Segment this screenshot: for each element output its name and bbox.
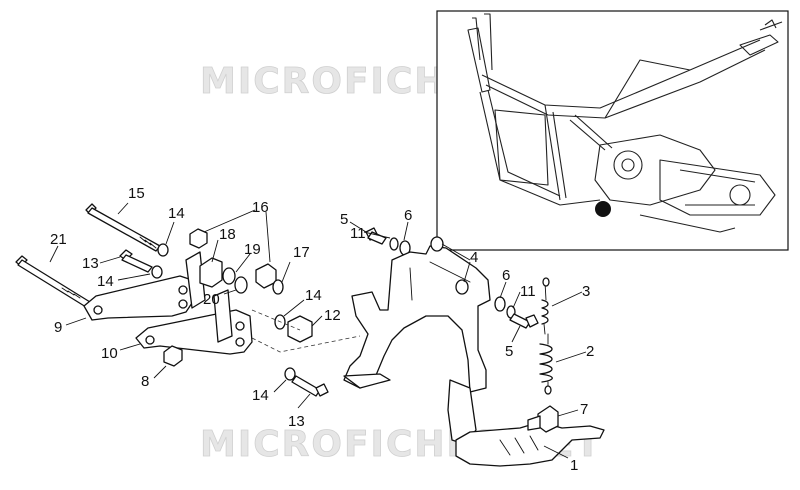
callout-21: 21 <box>50 231 67 248</box>
bolt-13-upper <box>119 249 153 273</box>
stand-foot-1 <box>455 421 605 467</box>
washer-17 <box>272 279 284 295</box>
long-bolt-21 <box>15 255 91 308</box>
callout-14-d: 14 <box>252 387 269 404</box>
callout-14-c: 14 <box>305 287 322 304</box>
frame-overview-inset <box>436 10 789 251</box>
washer-11-upper <box>389 237 399 251</box>
callout-9: 9 <box>54 319 62 336</box>
callout-1: 1 <box>570 457 578 474</box>
callout-17: 17 <box>293 244 310 261</box>
leader-lines <box>49 202 587 459</box>
callout-11-lower: 11 <box>520 283 536 300</box>
bracket-9 <box>83 275 195 321</box>
bushing-20 <box>234 276 248 294</box>
washer-14-upper <box>157 243 169 257</box>
callout-12: 12 <box>324 307 341 324</box>
callout-8: 8 <box>141 373 149 390</box>
callout-13-upper: 13 <box>82 255 99 272</box>
callout-20: 20 <box>203 291 220 308</box>
spring-3 <box>541 277 550 335</box>
callout-16: 16 <box>252 199 269 216</box>
long-bolt-15 <box>85 203 161 252</box>
callout-18: 18 <box>219 226 236 243</box>
callout-14-a: 14 <box>168 205 185 222</box>
spacer-18 <box>199 257 223 288</box>
callout-2: 2 <box>586 343 594 360</box>
washer-14-left <box>151 265 163 279</box>
bushing-19 <box>222 267 236 285</box>
bushing-4-a <box>430 236 444 252</box>
callout-19: 19 <box>244 241 261 258</box>
callout-14-b: 14 <box>97 273 114 290</box>
washer-6-lower <box>494 296 506 312</box>
callout-5-upper: 5 <box>340 211 348 228</box>
bushing-4-b <box>455 279 469 295</box>
callout-labels: 1 2 3 4 5 5 6 6 7 8 9 10 11 11 12 13 13 … <box>50 185 594 474</box>
callout-6-lower: 6 <box>502 267 510 284</box>
callout-3: 3 <box>582 283 590 300</box>
rubber-stop-7 <box>527 405 559 433</box>
callout-6-upper: 6 <box>404 207 412 224</box>
callout-10: 10 <box>101 345 118 362</box>
center-stand <box>343 245 491 393</box>
callout-13-lower: 13 <box>288 413 305 430</box>
nut-8 <box>163 345 183 367</box>
callout-4: 4 <box>470 249 478 266</box>
nut-16 <box>189 228 208 249</box>
spacer-12 <box>287 315 313 343</box>
callout-11-upper: 11 <box>350 225 366 242</box>
washer-14-lower <box>284 367 296 381</box>
callout-15: 15 <box>128 185 145 202</box>
spring-2 <box>539 333 553 395</box>
callout-7: 7 <box>580 401 588 418</box>
bolt-13-lower <box>291 375 329 397</box>
callout-5-lower: 5 <box>505 343 513 360</box>
bolt-5-lower <box>509 313 539 329</box>
